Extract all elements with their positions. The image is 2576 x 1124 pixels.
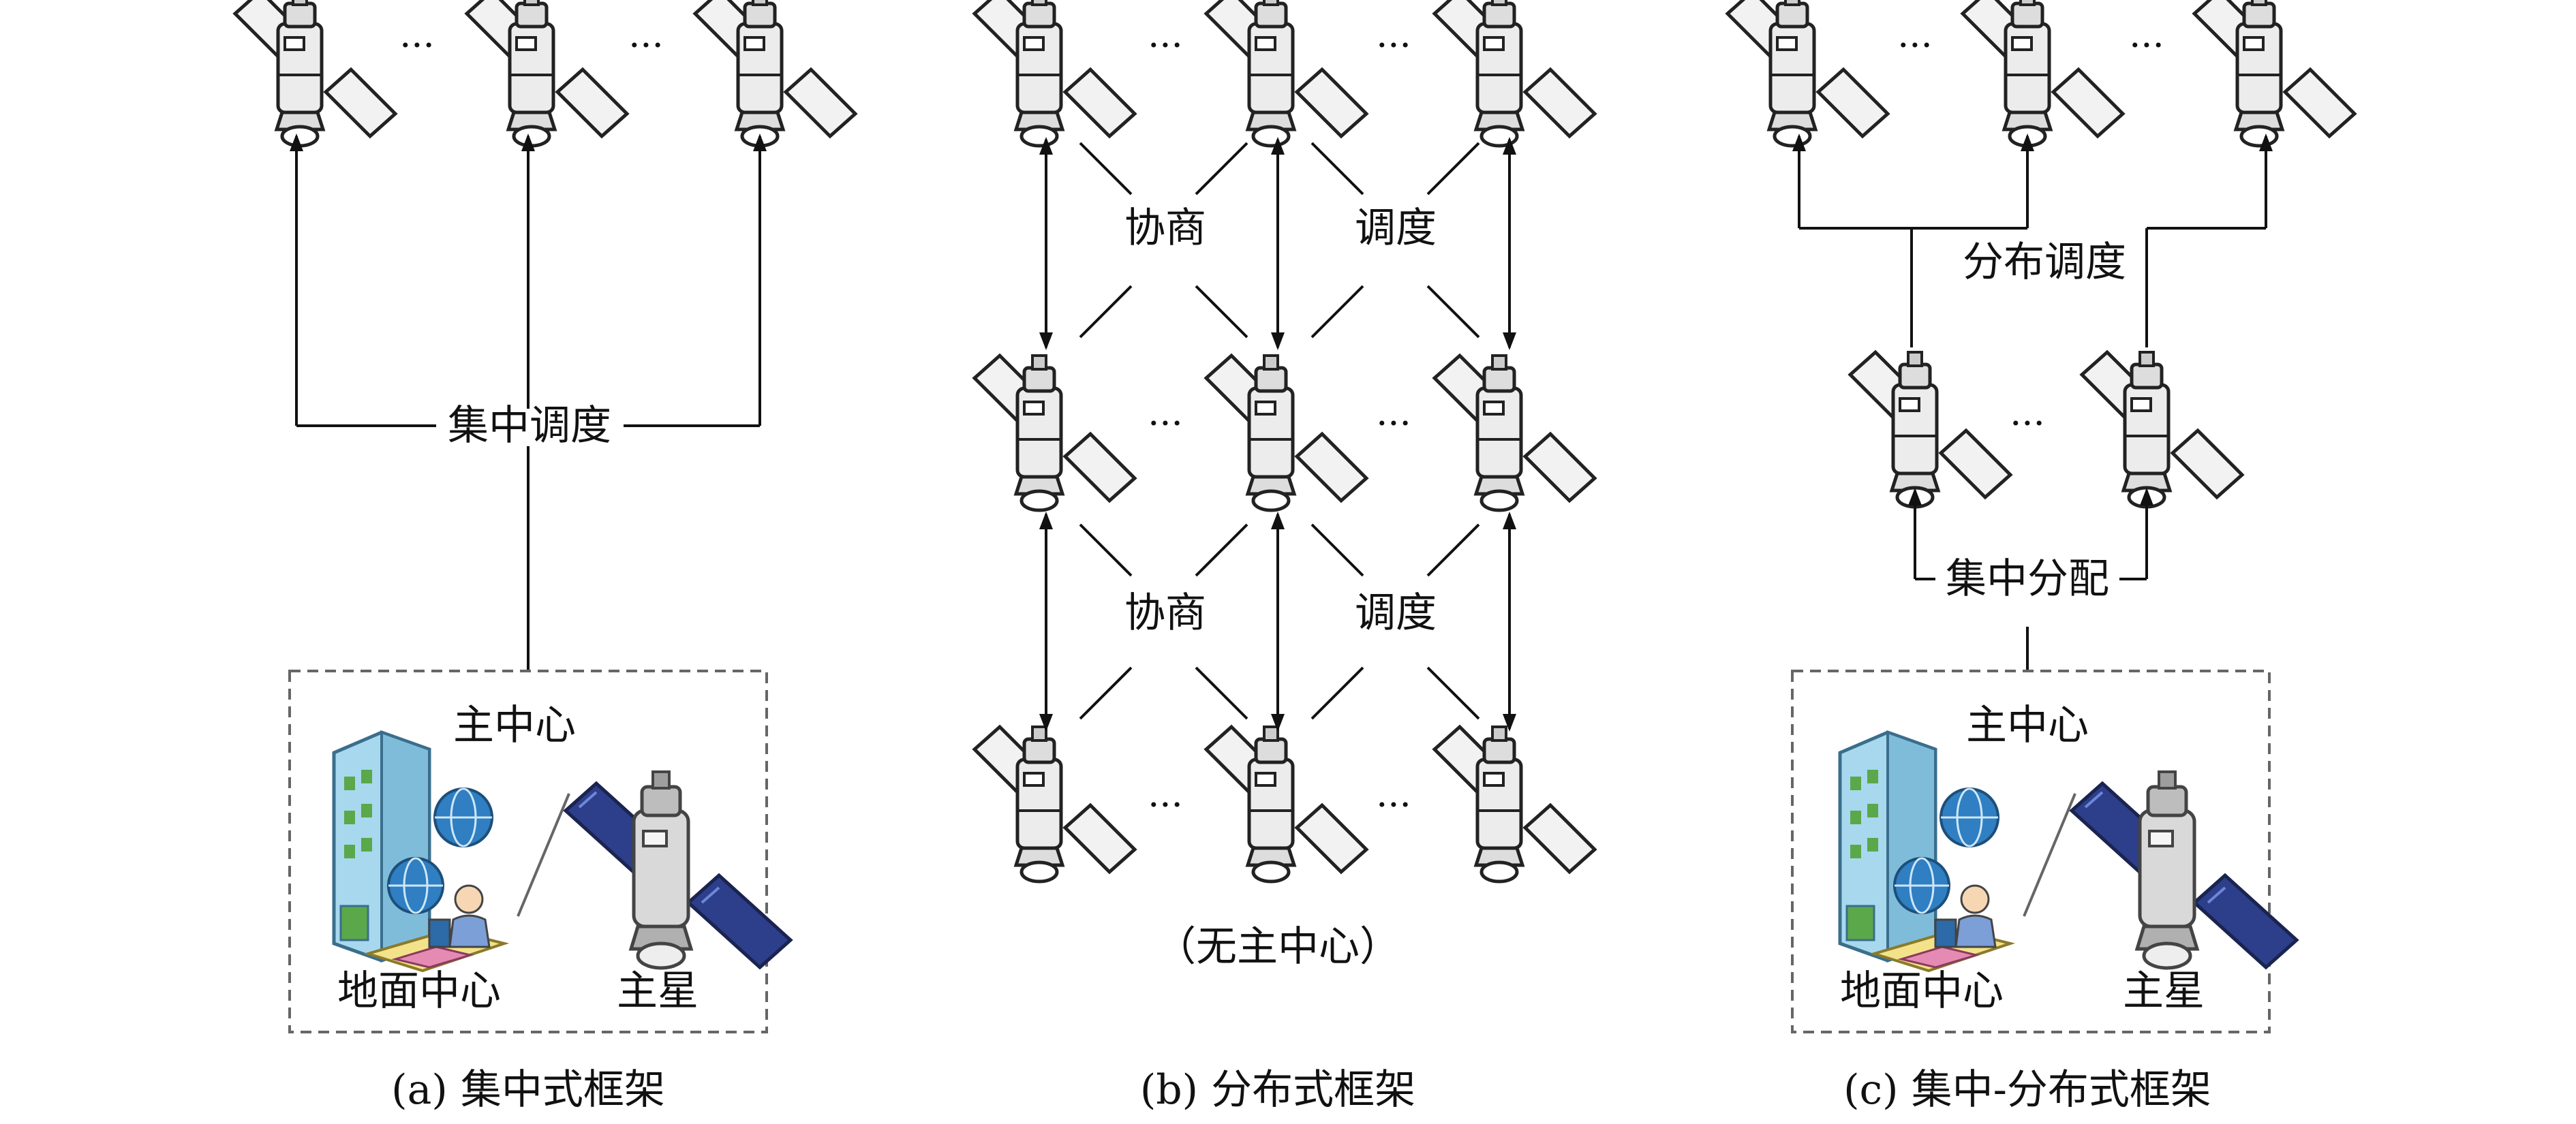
satellite-icon	[975, 356, 1135, 510]
satellite-icon	[1206, 356, 1366, 510]
negotiate-label: 协商	[1124, 204, 1206, 252]
panel-b-distributed: ··· ··· ··· ··· ··· ···	[975, 0, 1595, 1114]
ellipsis: ···	[2010, 402, 2045, 445]
master-satellite-label: 主星	[617, 967, 699, 1015]
satellite-icon	[235, 0, 395, 146]
centralized-allocation-label: 集中分配	[1946, 555, 2109, 603]
caption-b: (b) 分布式框架	[1140, 1066, 1415, 1114]
satellite-icon	[1206, 727, 1366, 881]
master-satellite-label: 主星	[2123, 967, 2205, 1015]
hybrid-links	[1792, 134, 2273, 671]
satellite-icon	[1728, 0, 1888, 146]
centralized-schedule-label: 集中调度	[448, 402, 611, 450]
no-master-center-label: （无主中心）	[1155, 923, 1400, 971]
negotiation-links	[1039, 137, 1516, 732]
satellite-icon	[2082, 352, 2242, 507]
satellite-icon	[975, 727, 1135, 881]
panel-c-hybrid: ··· ··· ··· 分布调度 集中分配 主中心 地面中心	[1728, 0, 2355, 1114]
ground-center-label: 地面中心	[337, 967, 501, 1015]
satellite-icon	[975, 0, 1135, 146]
ellipsis: ···	[1376, 783, 1411, 826]
satellite-icon	[1963, 0, 2123, 146]
satellite-icon	[695, 0, 855, 146]
master-satellite-icon	[566, 772, 791, 968]
ground-center-icon	[334, 732, 504, 971]
panel-a-centralized: ··· ··· 集中调度 主中心 地面中心 主星 (a) 集中式框架	[235, 0, 855, 1114]
caption-a: (a) 集中式框架	[391, 1066, 665, 1114]
ellipsis: ···	[1376, 402, 1411, 445]
satellite-icon	[467, 0, 627, 146]
centralized-links	[290, 134, 767, 671]
master-center-box	[1791, 670, 2271, 1033]
ground-center-label: 地面中心	[1840, 967, 2004, 1015]
ellipsis: ···	[1148, 402, 1183, 445]
master-center-box	[288, 670, 768, 1033]
satellite-icon	[1435, 0, 1595, 146]
distributed-schedule-label: 分布调度	[1963, 238, 2126, 286]
ellipsis: ···	[1897, 24, 1933, 67]
master-center-title: 主中心	[1966, 702, 2089, 749]
negotiate-label: 协商	[1124, 589, 1206, 637]
master-center-title: 主中心	[453, 702, 576, 749]
satellite-icon	[1435, 727, 1595, 881]
schedule-label: 调度	[1355, 589, 1437, 637]
ellipsis: ···	[1148, 783, 1183, 826]
ellipsis: ···	[628, 24, 664, 67]
schedule-label: 调度	[1355, 204, 1437, 252]
ellipsis: ···	[399, 24, 435, 67]
divider	[517, 793, 570, 917]
satellite-icon	[1850, 352, 2010, 507]
caption-c: (c) 集中-分布式框架	[1843, 1066, 2211, 1114]
satellite-icon	[1206, 0, 1366, 146]
satellite-icon	[1435, 356, 1595, 510]
ellipsis: ···	[1148, 24, 1183, 67]
ellipsis: ···	[2129, 24, 2164, 67]
satellite-icon	[2194, 0, 2355, 146]
ellipsis: ···	[1376, 24, 1411, 67]
divider	[2023, 793, 2076, 917]
master-satellite-icon	[2072, 772, 2297, 968]
ground-center-icon	[1840, 732, 2010, 971]
